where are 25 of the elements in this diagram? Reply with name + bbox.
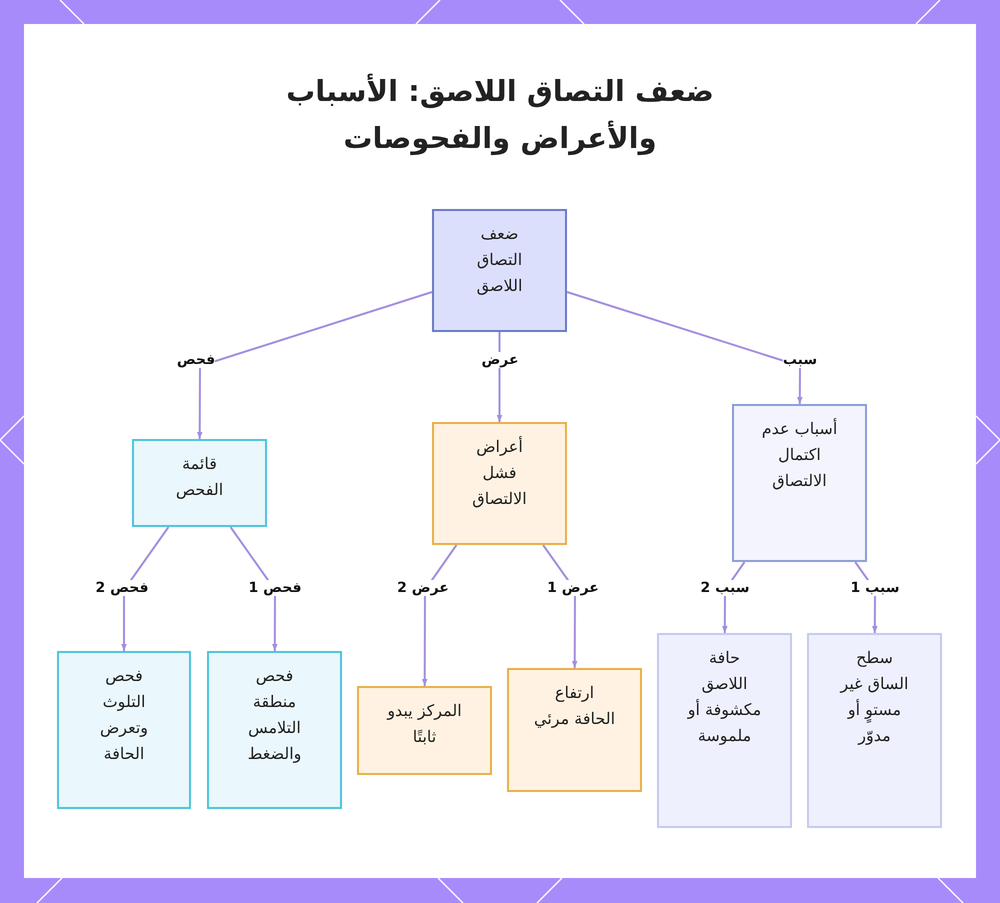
edge-label: سبب 1 <box>850 580 900 596</box>
process-box: فحص التلوث وتعرض الحافة <box>57 651 191 809</box>
edge-label: عرض <box>481 352 519 368</box>
arrow <box>566 291 803 404</box>
process-box: المركز يبدو ثابتًا <box>357 686 492 775</box>
process-box: سطح الساق غير مستوٍ أو مدوّر <box>807 633 942 828</box>
title: ضعف التصاق اللاصق: الأسباب والأعراض والفحوصات <box>285 72 715 158</box>
process-box: حافة اللاصق مكشوفة أو ملموسة <box>657 633 792 828</box>
process-box: فحص منطقة التلامس والضغط <box>207 651 342 809</box>
process-box: ضعف التصاق اللاصق <box>432 209 567 332</box>
edge-label: سبب 2 <box>700 580 750 596</box>
arrow <box>542 544 578 668</box>
edge-label: عرض 1 <box>547 580 599 596</box>
process-box: أعراض فشل الالتصاق <box>432 422 567 545</box>
process-box: قائمة الفحص <box>132 439 267 527</box>
edge-label: فحص 2 <box>96 580 148 596</box>
process-box: أسباب عدم اكتمال الالتصاق <box>732 404 867 562</box>
arrow <box>196 291 432 439</box>
arrow <box>121 526 170 651</box>
edge-label: فحص <box>176 352 216 368</box>
edge-label: فحص 1 <box>248 580 302 596</box>
arrow <box>230 526 278 651</box>
edge-label: عرض 2 <box>397 580 449 596</box>
process-box: ارتفاع الحافة مرئي <box>507 668 642 792</box>
arrow <box>422 544 458 686</box>
